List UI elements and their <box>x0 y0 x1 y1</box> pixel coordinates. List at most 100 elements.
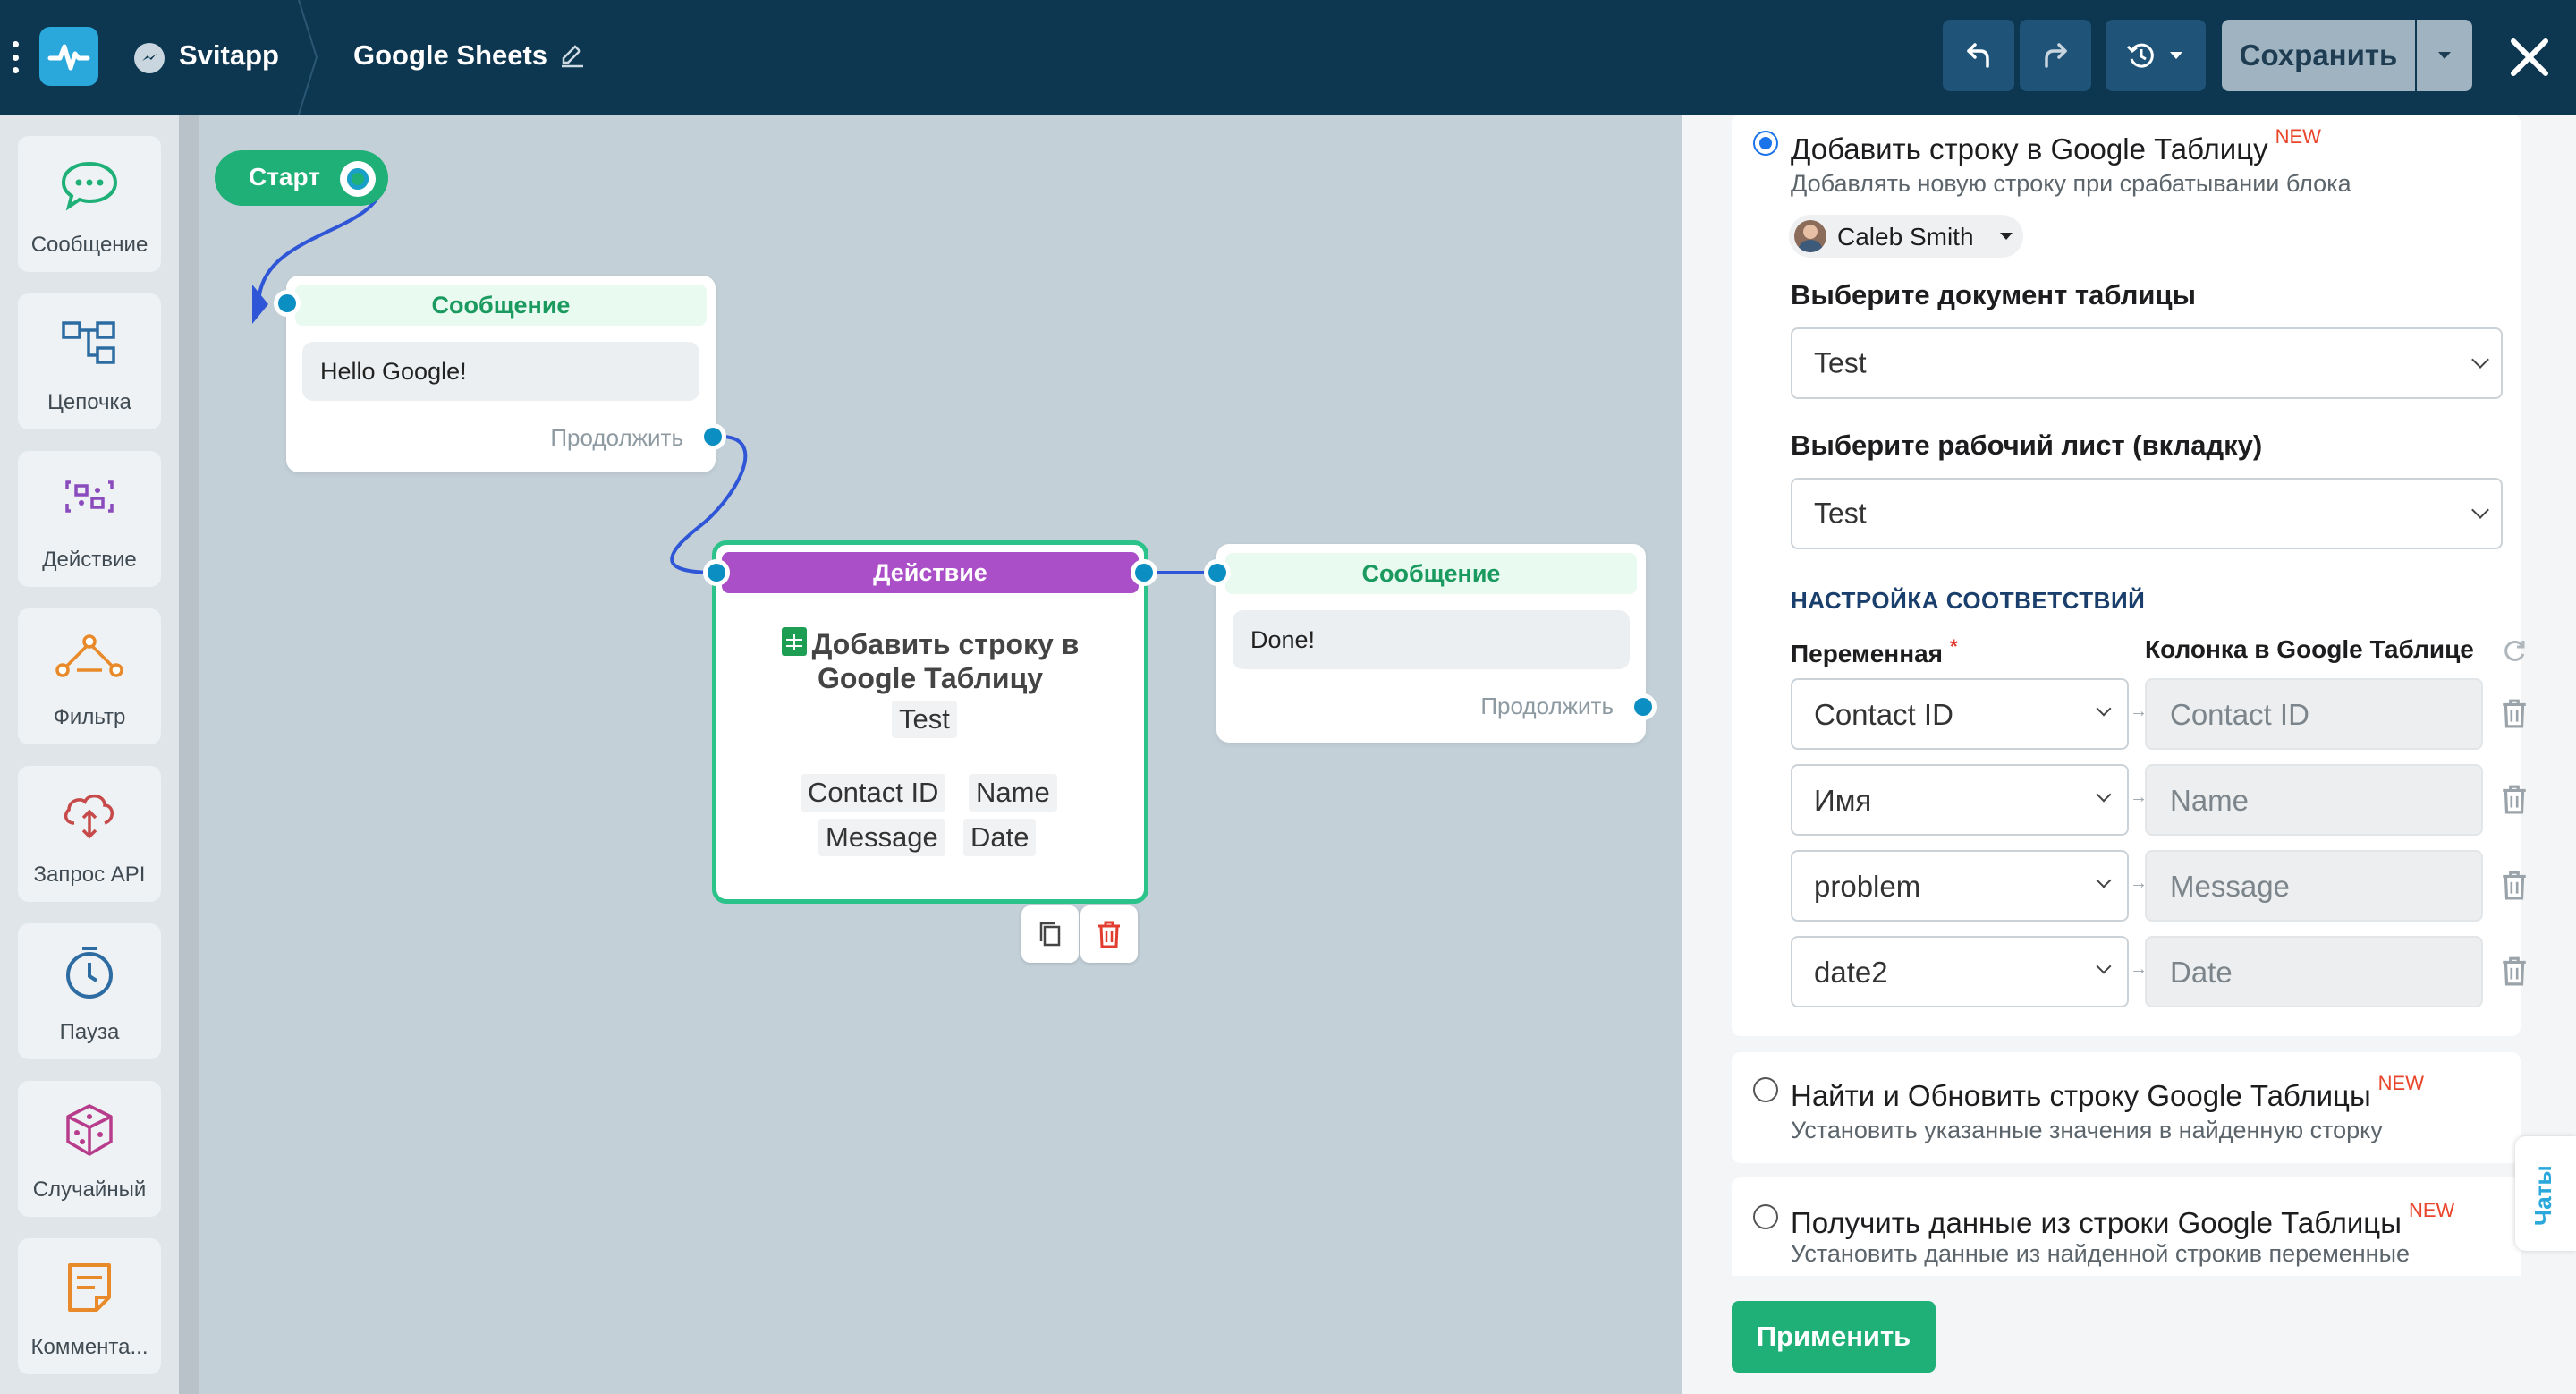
option-title-text: Добавить строку в Google Таблицу <box>1791 132 2268 166</box>
option-card-get-row <box>1732 1177 2521 1276</box>
mapping-arrow-icon: → <box>2130 873 2148 893</box>
variable-select[interactable]: Имя <box>1791 764 2129 836</box>
node-header: Сообщение <box>295 285 707 326</box>
chats-tab[interactable]: Чаты <box>2515 1136 2576 1251</box>
more-menu-icon[interactable] <box>13 41 20 73</box>
variable-column-header: Переменная* <box>1791 635 1958 668</box>
sheet-column-header: Колонка в Google Таблице <box>2145 635 2474 663</box>
document-select-value: Test <box>1814 346 1867 379</box>
block-toolbox: Сообщение Цепочка Действие Фильтр Запрос… <box>0 115 179 1394</box>
save-options-button[interactable] <box>2417 20 2472 91</box>
tool-message[interactable]: Сообщение <box>18 136 161 272</box>
variable-value: problem <box>1814 870 1921 903</box>
variable-select[interactable]: Contact ID <box>1791 678 2129 750</box>
tool-filter[interactable]: Фильтр <box>18 608 161 744</box>
new-badge: NEW <box>2275 125 2321 148</box>
radio-add-row[interactable] <box>1753 131 1778 156</box>
mapping-arrow-icon: → <box>2130 701 2148 721</box>
caret-down-icon <box>2000 233 2012 240</box>
refresh-icon[interactable] <box>2501 637 2528 664</box>
tool-label: Сообщение <box>30 233 148 257</box>
messenger-icon <box>134 43 165 73</box>
radio-update-row[interactable] <box>1753 1077 1778 1102</box>
message-node[interactable]: Сообщение Done! Продолжить <box>1216 544 1646 743</box>
trash-icon[interactable] <box>2501 956 2528 986</box>
apply-button[interactable]: Применить <box>1732 1301 1936 1373</box>
history-button[interactable] <box>2106 20 2206 91</box>
copy-icon <box>1039 922 1061 947</box>
sheet-column-field: Date <box>2145 936 2483 1007</box>
radio-get-row[interactable] <box>1753 1204 1778 1229</box>
chevron-down-icon <box>2438 52 2451 59</box>
new-badge: NEW <box>2377 1072 2424 1094</box>
tool-pause[interactable]: Пауза <box>18 923 161 1059</box>
continue-port[interactable] <box>699 423 726 450</box>
trash-icon[interactable] <box>2501 870 2528 900</box>
node-input-port[interactable] <box>1204 559 1231 586</box>
column-value: Contact ID <box>2170 698 2309 731</box>
node-input-port[interactable] <box>274 290 301 317</box>
tool-comment[interactable]: Коммента... <box>18 1238 161 1374</box>
copy-node-button[interactable] <box>1021 905 1079 963</box>
api-cloud-icon <box>54 784 125 846</box>
option-title-text: Получить данные из строки Google Таблицы <box>1791 1206 2402 1239</box>
node-input-port[interactable] <box>703 559 730 586</box>
tool-label: Действие <box>42 548 137 572</box>
column-value: Date <box>2170 956 2233 989</box>
variable-select[interactable]: date2 <box>1791 936 2129 1007</box>
column-value: Name <box>2170 784 2250 817</box>
page-title: Google Sheets <box>353 39 548 71</box>
chats-tab-label: Чаты <box>2529 1165 2556 1226</box>
start-label: Старт <box>249 163 320 191</box>
account-selector[interactable]: Caleb Smith <box>1789 215 2023 258</box>
field-chip: Date <box>963 819 1037 856</box>
save-button[interactable]: Сохранить <box>2222 20 2415 91</box>
delete-node-button[interactable] <box>1080 905 1138 963</box>
tool-label: Фильтр <box>53 705 126 729</box>
doc-label: Выберите документ таблицы <box>1791 279 2197 310</box>
node-output-port[interactable] <box>1131 559 1157 586</box>
trash-icon[interactable] <box>2501 698 2528 728</box>
variable-value: Имя <box>1814 784 1872 817</box>
redo-button[interactable] <box>2020 20 2091 91</box>
undo-button[interactable] <box>1943 20 2014 91</box>
bot-name[interactable]: Svitapp <box>179 39 279 71</box>
tool-action[interactable]: Действие <box>18 451 161 587</box>
close-icon[interactable] <box>2504 32 2555 82</box>
option-description: Установить указанные значения в найденну… <box>1791 1117 2383 1143</box>
google-sheets-icon <box>781 627 807 656</box>
variable-value: date2 <box>1814 956 1888 989</box>
account-name: Caleb Smith <box>1837 223 1974 251</box>
history-clock-icon <box>2126 43 2154 68</box>
tool-label: Пауза <box>59 1020 120 1044</box>
option-description: Добавлять новую строку при срабатывании … <box>1791 170 2351 197</box>
tool-chain[interactable]: Цепочка <box>18 293 161 429</box>
variable-column-text: Переменная <box>1791 640 1944 667</box>
message-node[interactable]: Сообщение Hello Google! Продолжить <box>286 276 716 472</box>
avatar <box>1794 220 1826 252</box>
app-logo-icon[interactable] <box>39 27 98 86</box>
worksheet-select[interactable]: Test <box>1791 478 2503 549</box>
trash-icon[interactable] <box>2501 784 2528 814</box>
sheet-column-field: Contact ID <box>2145 678 2483 750</box>
redo-icon <box>2045 43 2067 68</box>
clock-icon <box>54 941 125 1004</box>
continue-label: Продолжить <box>550 424 683 451</box>
continue-port[interactable] <box>1630 693 1657 720</box>
edit-pencil-icon[interactable] <box>558 41 587 70</box>
action-title-text: Добавить строку в Google Таблицу <box>811 628 1080 694</box>
undo-icon <box>1967 43 1989 68</box>
tool-random[interactable]: Случайный <box>18 1081 161 1217</box>
dice-icon <box>54 1099 125 1161</box>
variable-select[interactable]: problem <box>1791 850 2129 922</box>
start-node[interactable]: Старт <box>215 150 388 206</box>
document-select[interactable]: Test <box>1791 327 2503 399</box>
start-port[interactable] <box>340 161 376 197</box>
continue-label: Продолжить <box>1480 693 1614 719</box>
action-node[interactable]: Действие Добавить строку в Google Таблиц… <box>712 540 1148 904</box>
canvas-edge <box>179 115 199 1394</box>
note-icon <box>54 1256 125 1319</box>
action-icon <box>54 469 125 531</box>
tool-api-request[interactable]: Запрос API <box>18 766 161 902</box>
message-text: Done! <box>1233 610 1630 669</box>
